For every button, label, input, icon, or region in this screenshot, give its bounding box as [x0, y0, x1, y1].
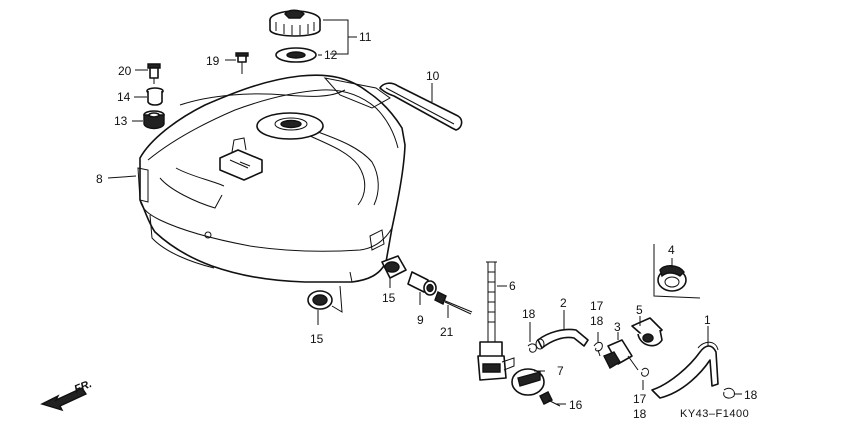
fuel-cock-6: [477, 261, 515, 381]
callout-1: 1: [704, 313, 711, 327]
callout-18-right: 18: [633, 407, 647, 421]
cap-gasket: [275, 47, 317, 63]
callout-17-right: 17: [633, 392, 647, 406]
callout-5: 5: [636, 303, 643, 317]
front-arrow-icon: [40, 387, 88, 412]
callout-10: 10: [426, 69, 440, 83]
grommet-15-upper: [381, 255, 407, 279]
drawing-code: KY43–F1400: [680, 408, 749, 420]
clip-17a: [593, 341, 603, 357]
callout-14: 14: [117, 90, 131, 104]
callout-2: 2: [560, 296, 567, 310]
callout-13: 13: [114, 114, 128, 128]
callout-18-center: 18: [590, 314, 604, 328]
knob-7: [511, 368, 545, 396]
callout-3: 3: [614, 320, 621, 334]
rubber-mount-13: [143, 110, 165, 130]
front-marker-label: FR.: [73, 378, 94, 396]
callout-9: 9: [417, 313, 424, 327]
callout-6: 6: [509, 279, 516, 293]
clip-18a: [527, 343, 537, 353]
clip-18d: [723, 387, 735, 399]
callout-20: 20: [118, 64, 132, 78]
collar-9: [407, 271, 437, 296]
callout-19: 19: [206, 54, 220, 68]
clamp-5: [631, 317, 663, 347]
callout-18-end: 18: [744, 388, 758, 402]
collar-14: [146, 87, 164, 106]
hose-2: [535, 328, 589, 350]
bolt-20: [147, 63, 161, 84]
callout-16: 16: [569, 398, 583, 412]
callout-21: 21: [440, 325, 454, 339]
bolt-19: [235, 52, 249, 74]
bolt-21: [434, 291, 473, 315]
cap-4: [653, 244, 701, 299]
callout-12: 12: [324, 48, 338, 62]
screw-16: [539, 391, 561, 407]
callout-15-upper: 15: [382, 291, 396, 305]
clip-17b: [641, 367, 649, 377]
callout-7: 7: [557, 364, 564, 378]
callout-11: 11: [359, 30, 372, 44]
callout-8: 8: [96, 172, 103, 186]
grommet-15-lower: [307, 290, 333, 310]
fuel-tank: [137, 74, 406, 283]
callout-18-left: 18: [522, 307, 536, 321]
tube-1: [651, 341, 719, 399]
callout-4: 4: [668, 243, 675, 257]
callout-15-lower: 15: [310, 332, 324, 346]
fuel-cap: [269, 9, 321, 37]
strap-10: [379, 82, 463, 131]
filter-3: [603, 339, 639, 371]
callout-17-center: 17: [590, 299, 604, 313]
